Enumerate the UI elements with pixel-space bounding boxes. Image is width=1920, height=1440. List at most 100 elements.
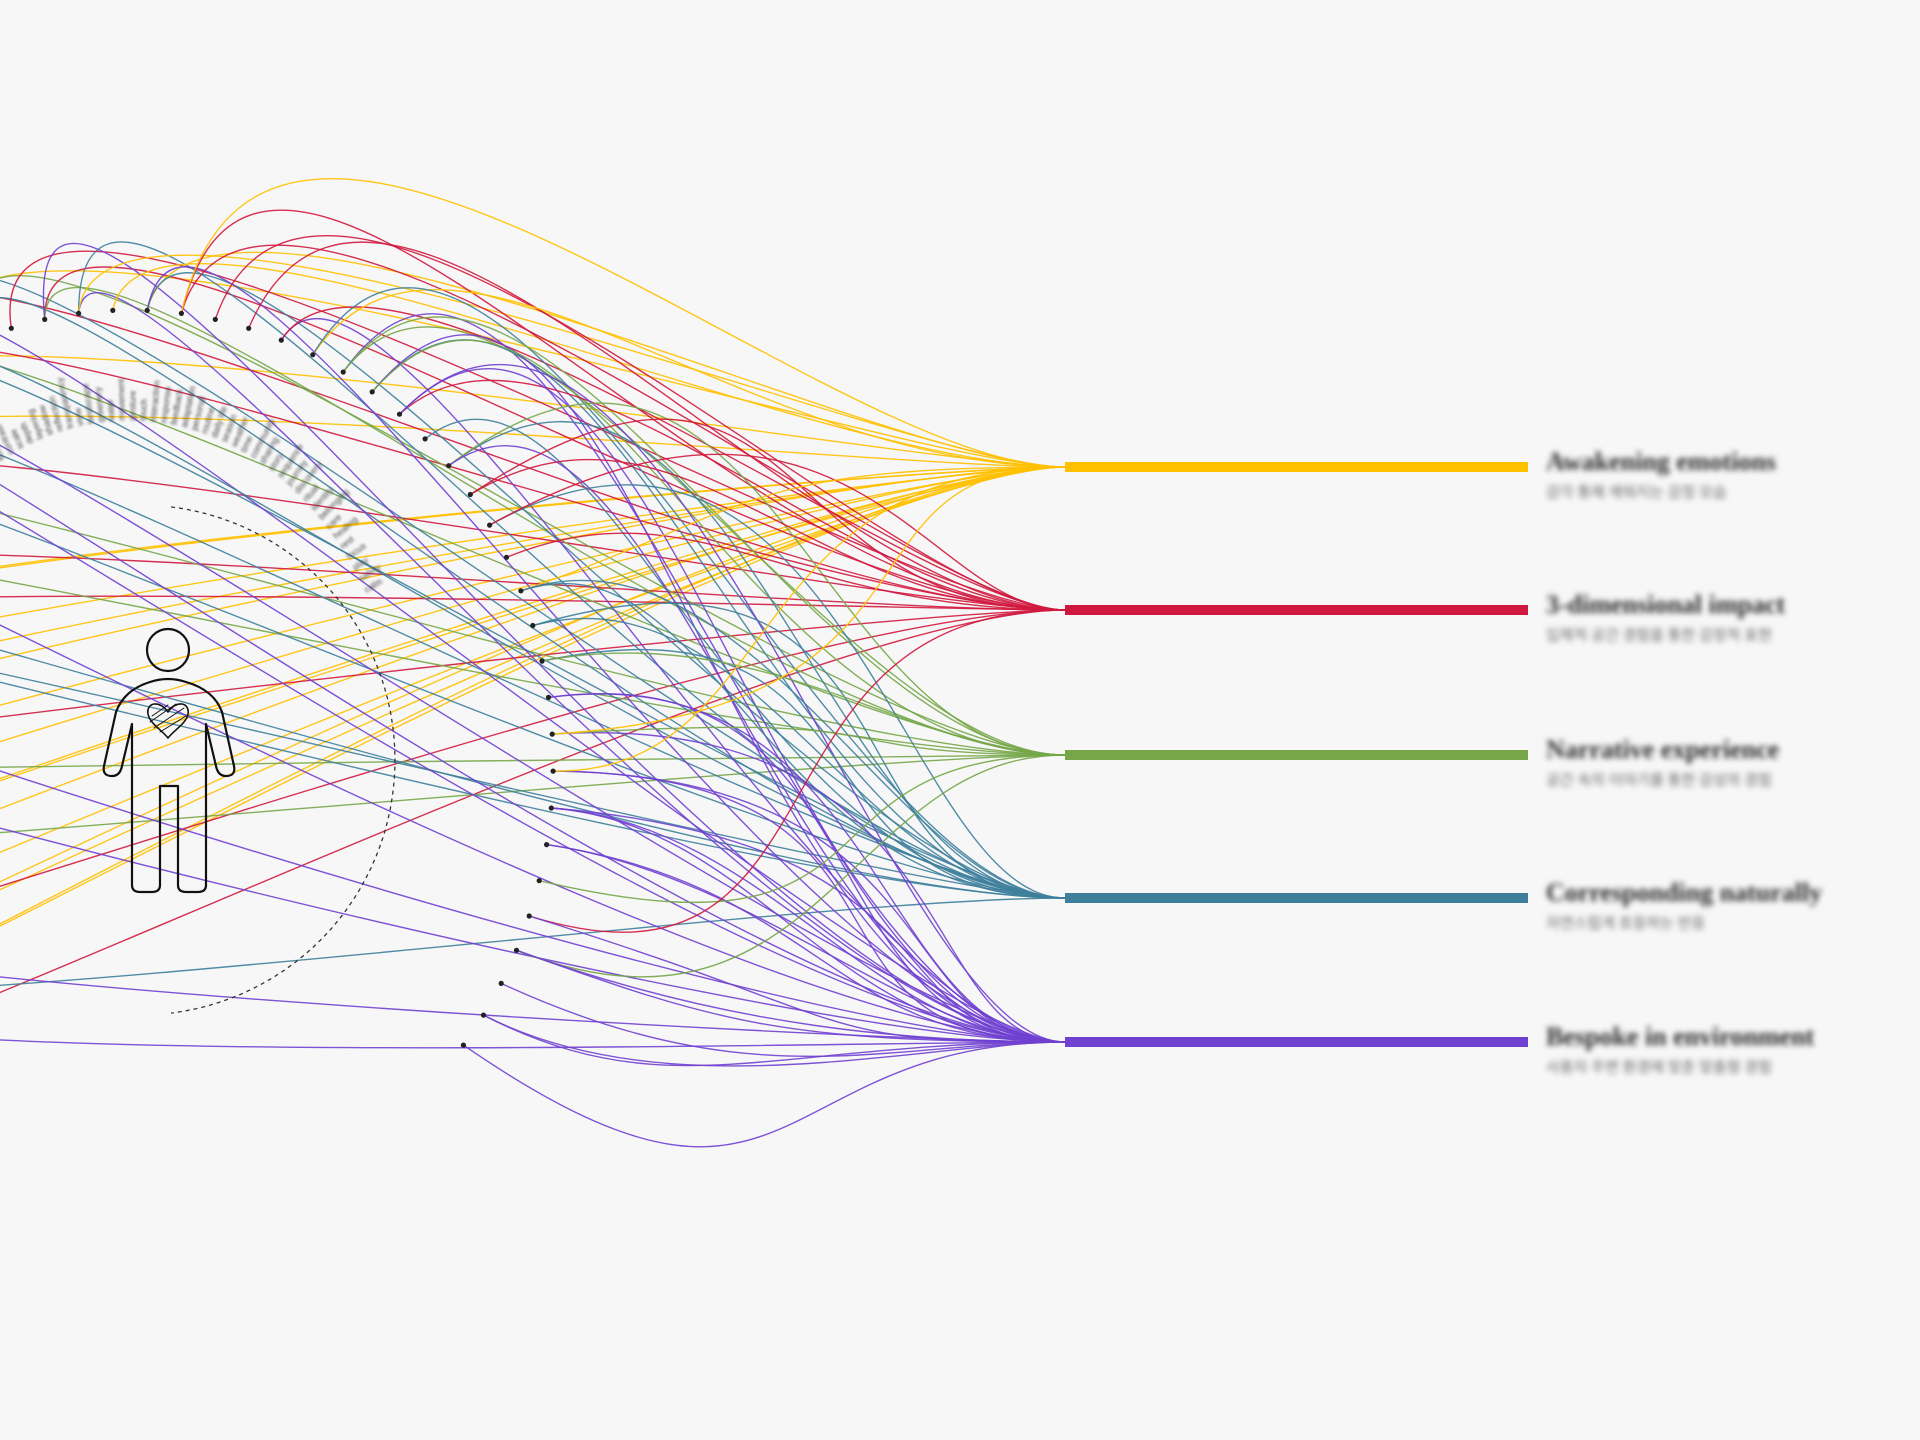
link-curve-impact <box>0 351 1066 611</box>
link-curve-corresponding <box>541 649 1066 899</box>
factor-node <box>110 307 116 313</box>
link-curve-corresponding <box>312 287 1066 899</box>
link-curve-impact <box>0 554 1066 611</box>
link-curve-corresponding <box>489 484 1066 899</box>
link-curve-awakening <box>552 466 1066 735</box>
link-curve-awakening <box>553 466 1066 772</box>
link-curve-impact <box>0 609 1066 718</box>
link-curve-bespoke <box>42 243 1066 1043</box>
factor-node <box>42 316 48 322</box>
link-curve-impact <box>280 306 1066 611</box>
factor-node <box>536 878 542 884</box>
link-curve-bespoke <box>500 982 1066 1058</box>
link-curve-awakening <box>0 466 1066 891</box>
link-curve-impact <box>0 595 1066 611</box>
link-curve-impact <box>0 465 1066 611</box>
link-curve-bespoke <box>463 1041 1066 1148</box>
link-curve-awakening <box>0 466 1066 707</box>
link-curve-bespoke <box>0 976 1066 1043</box>
link-curve-impact <box>399 379 1066 611</box>
link-curve-impact <box>0 609 1066 887</box>
link-curve-bespoke <box>551 807 1066 1043</box>
link-curve-narrative <box>0 579 1066 756</box>
link-curve-narrative <box>371 339 1066 756</box>
link-curve-narrative <box>0 754 1066 834</box>
link-curve-corresponding <box>520 582 1066 899</box>
link-curve-narrative <box>516 754 1066 978</box>
factor-label: gesture <box>127 390 138 420</box>
link-curve-impact <box>180 209 1066 611</box>
factor-node <box>278 337 284 343</box>
factor-label: touch <box>138 399 149 422</box>
category-title: Bespoke in environment <box>1546 1022 1815 1051</box>
link-curve-corresponding <box>77 241 1066 899</box>
category-subtitle: 감각 통해 깨워지는 감정 모습 <box>1546 485 1727 501</box>
factor-node <box>545 694 552 701</box>
person-with-heart-icon <box>102 627 236 894</box>
link-curve-bespoke <box>483 1014 1066 1067</box>
link-curve-awakening <box>0 466 1066 743</box>
link-curve-impact <box>469 458 1066 611</box>
factor-node <box>503 554 510 560</box>
category-bars <box>1065 462 1528 1047</box>
link-curve-awakening <box>180 177 1066 468</box>
category-title: Narrative experience <box>1546 735 1780 764</box>
link-curve-bespoke <box>371 334 1066 1043</box>
link-curve-bespoke <box>0 624 1066 1043</box>
link-curve-impact <box>0 609 1066 994</box>
factor-node <box>446 463 452 469</box>
link-curve-corresponding <box>146 272 1066 899</box>
factor-node <box>480 1012 487 1018</box>
link-curve-impact <box>469 418 1066 611</box>
factor-node <box>549 731 555 737</box>
factor-node <box>369 389 375 395</box>
link-curve-bespoke <box>552 732 1066 1043</box>
link-curve-awakening <box>0 466 1066 810</box>
factor-node <box>76 310 82 316</box>
link-curve-narrative <box>342 316 1066 756</box>
link-curve-bespoke <box>0 1039 1066 1049</box>
factor-node <box>144 307 150 313</box>
factor-node <box>178 310 184 316</box>
link-curve-bespoke <box>546 843 1066 1043</box>
category-subtitle: 입체적 공간 경험을 통한 감정적 표현 <box>1546 628 1772 644</box>
link-curve-bespoke <box>399 367 1066 1043</box>
factor-node <box>498 980 504 987</box>
link-curve-corresponding <box>448 420 1066 899</box>
factor-node <box>526 913 532 919</box>
link-curve-awakening <box>0 270 1066 468</box>
link-curve-awakening <box>520 466 1066 592</box>
link-curve-impact <box>506 532 1066 611</box>
link-curve-awakening <box>0 415 1066 468</box>
factor-label: flow <box>0 443 7 462</box>
factor-node <box>212 316 218 322</box>
link-curve-corresponding <box>0 681 1066 899</box>
link-curve-bespoke <box>0 444 1066 1043</box>
link-curve-impact <box>528 609 1066 933</box>
factor-label: response <box>158 386 173 424</box>
factor-label: interaction <box>148 380 162 422</box>
link-curve-corresponding <box>532 617 1066 899</box>
factor-node <box>467 491 473 498</box>
factor-node <box>513 947 520 953</box>
link-curve-bespoke <box>0 827 1066 1043</box>
link-curve-corresponding <box>0 279 1066 899</box>
link-curve-bespoke <box>342 313 1066 1043</box>
factor-node <box>396 411 403 417</box>
link-curve-impact <box>0 297 1066 611</box>
link-curve-corresponding <box>532 602 1066 899</box>
factor-label: movement <box>116 378 127 421</box>
connection-curves <box>0 177 1066 1148</box>
link-curve-bespoke <box>553 770 1066 1043</box>
factor-node <box>487 522 493 528</box>
link-curve-corresponding <box>0 297 1066 899</box>
link-curve-impact <box>489 453 1066 611</box>
link-curve-bespoke <box>399 363 1066 1043</box>
factor-node <box>340 369 346 375</box>
link-curve-corresponding <box>520 579 1066 899</box>
link-curve-impact <box>214 235 1066 611</box>
category-subtitle: 자연스럽게 호응하는 반응 <box>1546 916 1706 932</box>
link-curve-bespoke <box>551 807 1066 1043</box>
category-title: Corresponding naturally <box>1546 878 1823 907</box>
link-curve-corresponding <box>0 897 1066 986</box>
